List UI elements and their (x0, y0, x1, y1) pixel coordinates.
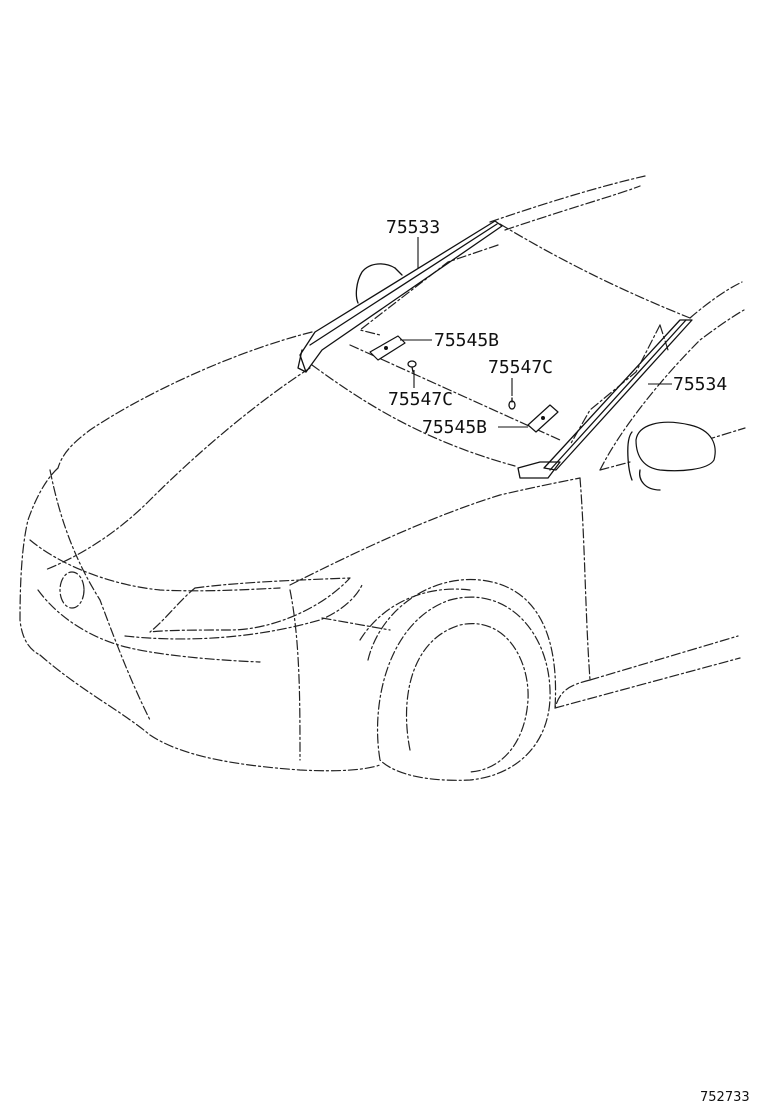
clip-75545b-left (369, 335, 406, 361)
molding-75533 (297, 220, 503, 373)
label-75545b-right: 75545B (422, 417, 487, 438)
label-75547c-right: 75547C (488, 357, 553, 378)
molding-75534 (517, 319, 693, 479)
clip-75545b-right (527, 404, 559, 433)
fastener-75547c-right (508, 397, 516, 410)
mirror-right (627, 421, 716, 491)
car-body-outline (19, 175, 746, 781)
figure-number: 752733 (700, 1090, 750, 1105)
fastener-75547c-left (407, 360, 417, 373)
label-75545b-left: 75545B (434, 330, 499, 351)
leader-lines (400, 237, 672, 428)
label-75534: 75534 (673, 374, 727, 395)
label-75533: 75533 (386, 217, 440, 238)
mirror-left (355, 263, 403, 304)
label-75547c-left: 75547C (388, 389, 453, 410)
